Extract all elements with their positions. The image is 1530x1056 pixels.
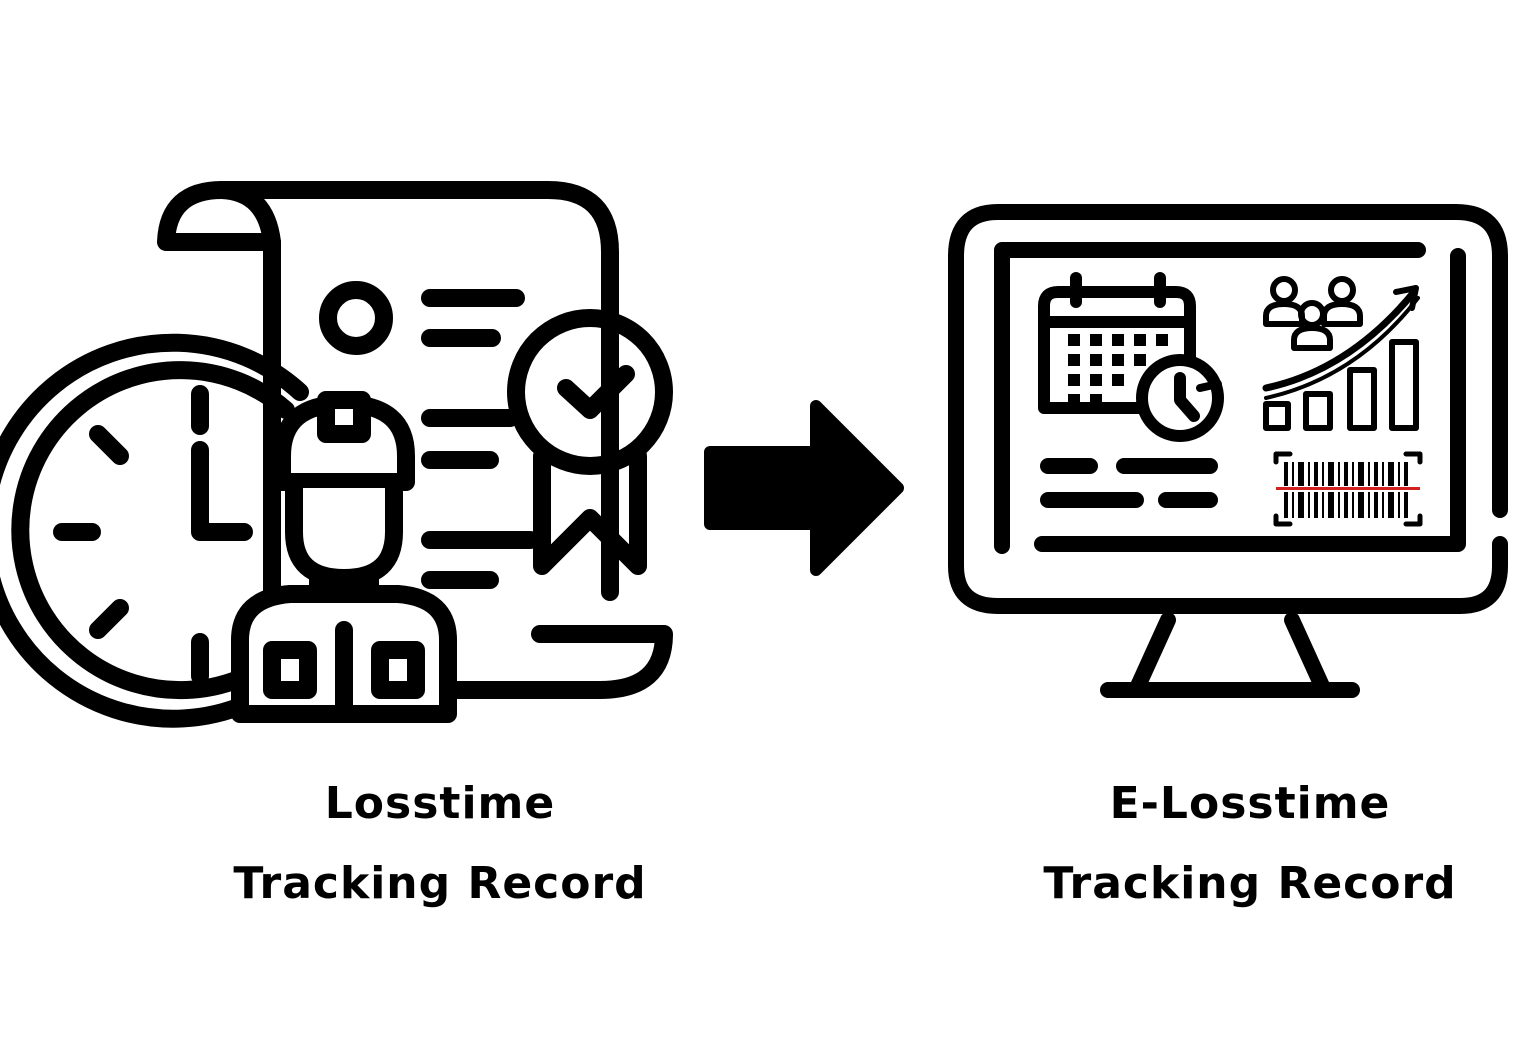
left-title-line1: Losstime [324, 778, 556, 829]
right-caption: E-Losstime Tracking Record [1040, 764, 1460, 924]
calendar-clock-icon [1038, 272, 1224, 442]
left-title-line2: Tracking Record [233, 858, 647, 909]
calendar-grid-icon [1068, 334, 1168, 404]
growth-chart-icon [1262, 276, 1420, 431]
right-arrow-icon [704, 400, 904, 576]
clock-icon [0, 333, 309, 728]
right-title-line1: E-Losstime [1109, 778, 1391, 829]
left-caption: Losstime Tracking Record [230, 764, 650, 924]
screen-text-lines [1040, 458, 1218, 508]
barcode-bars [1276, 462, 1420, 518]
paper-scroll-icon [157, 181, 673, 699]
worker-icon [231, 391, 457, 723]
barcode-icon [1273, 451, 1423, 527]
monitor-icon [948, 204, 1508, 698]
barcode-scan-line [1276, 487, 1420, 490]
award-badge-icon [507, 309, 673, 575]
right-title-line2: Tracking Record [1043, 858, 1457, 909]
